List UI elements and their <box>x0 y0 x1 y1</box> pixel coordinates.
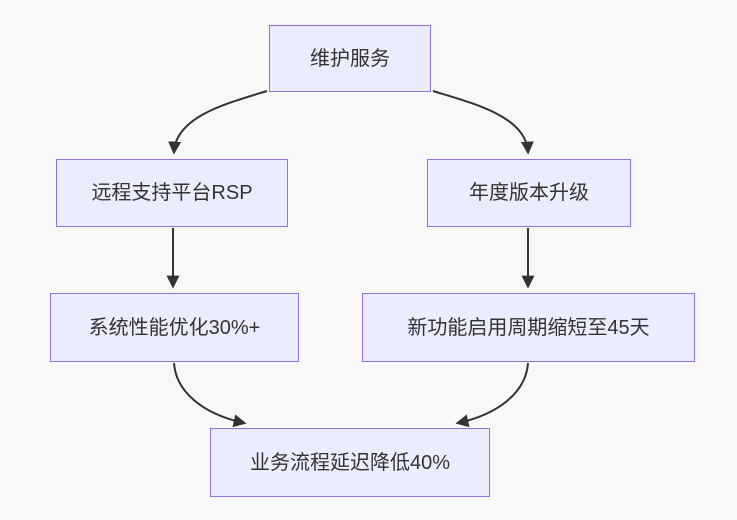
node-system-performance-optimization: 系统性能优化30%+ <box>50 293 299 362</box>
node-feature-enable-cycle: 新功能启用周期缩短至45天 <box>362 293 695 362</box>
edge-root-to-upgrade <box>432 90 534 155</box>
edge-cycle-to-result <box>455 362 529 428</box>
node-remote-support-platform: 远程支持平台RSP <box>56 159 288 227</box>
node-maintenance-service: 维护服务 <box>269 25 431 92</box>
node-annual-version-upgrade: 年度版本升级 <box>427 159 631 227</box>
edge-perf-to-result <box>173 362 247 428</box>
node-process-latency-reduction: 业务流程延迟降低40% <box>210 428 490 497</box>
edge-root-to-rsp <box>168 90 268 155</box>
